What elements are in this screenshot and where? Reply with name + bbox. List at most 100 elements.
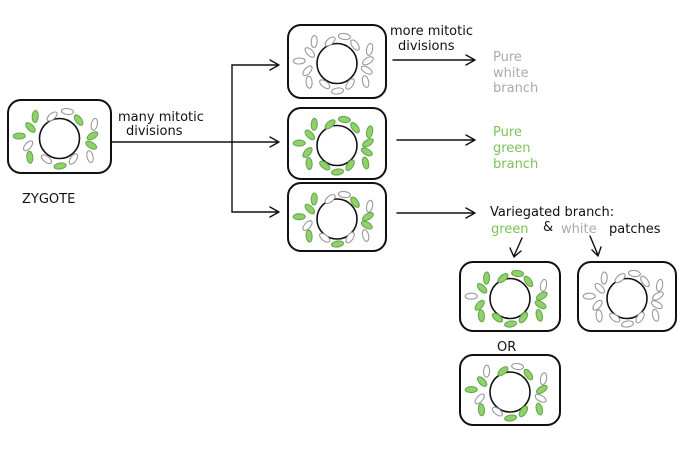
white-plastid — [302, 220, 313, 232]
green-plastid — [360, 147, 373, 157]
nucleus — [316, 198, 358, 240]
white-plastid — [350, 39, 360, 51]
pure-white-3: branch — [493, 81, 538, 96]
green-plastid — [483, 271, 491, 285]
green-plastid — [497, 366, 509, 377]
green-plastid — [305, 229, 313, 243]
more-mitotic-label-2: divisions — [398, 39, 455, 54]
white-plastid — [650, 300, 663, 310]
cell-mostly-green-cell — [459, 261, 561, 332]
green-plastid — [497, 273, 509, 284]
white-plastid — [592, 299, 603, 311]
green-plastid — [504, 320, 518, 328]
white-plastid — [90, 117, 99, 131]
white-plastid — [635, 311, 645, 324]
white-plastid — [582, 292, 596, 300]
arrow-white-branch — [392, 54, 476, 66]
white-plastid — [655, 278, 664, 292]
white-plastid — [640, 275, 650, 288]
white-plastid — [652, 291, 664, 301]
green-plastid — [86, 131, 99, 141]
arrow-down-right — [589, 235, 602, 257]
white-plastid — [651, 308, 660, 322]
white-plastid — [365, 42, 374, 56]
white-plastid — [600, 271, 608, 285]
white-plastid — [609, 312, 621, 323]
patches-word: patches — [609, 222, 661, 237]
white-plastid — [319, 79, 331, 90]
nucleus — [489, 371, 531, 413]
green-plastid — [504, 414, 518, 422]
green-plastid — [319, 160, 331, 171]
green-plastid — [523, 275, 534, 288]
arrow-to-white — [231, 59, 280, 71]
white-plastid — [534, 393, 547, 403]
green-plastid — [31, 109, 39, 124]
white-plastid — [362, 56, 374, 66]
arrows — [111, 54, 602, 258]
white-plastid — [40, 154, 53, 165]
green-plastid — [305, 156, 313, 171]
green-plastid — [337, 115, 351, 124]
white-plastid — [539, 372, 548, 386]
white-plastid — [337, 32, 351, 41]
white-plastid — [337, 190, 351, 199]
green-plastid — [535, 384, 548, 395]
green-plastid — [535, 291, 548, 301]
white-plastid — [60, 107, 74, 116]
zygote-arrow — [111, 136, 280, 148]
green-plastid — [26, 150, 34, 164]
green-plastid — [477, 309, 485, 323]
zygote-label: ZYGOTE — [22, 192, 75, 207]
cell-green-cell — [287, 107, 387, 180]
white-plastid — [361, 75, 370, 89]
pure-white-1: Pure — [493, 50, 522, 65]
white-plastid — [539, 278, 548, 292]
green-plastid — [304, 203, 316, 215]
arrow-down-left — [509, 237, 523, 258]
white-plastid — [474, 393, 485, 405]
white-plastid — [292, 57, 306, 65]
green-word: green — [491, 222, 529, 237]
green-plastid — [292, 139, 306, 147]
green-plastid — [324, 119, 336, 130]
green-plastid — [85, 140, 98, 150]
white-plastid — [331, 87, 344, 95]
green-plastid — [12, 132, 26, 140]
arrow-to-variegated — [231, 206, 280, 218]
white-plastid — [491, 406, 504, 417]
white-plastid — [360, 65, 373, 75]
or-label: OR — [497, 340, 516, 355]
nucleus — [38, 117, 81, 160]
white-plastid — [511, 362, 525, 371]
green-plastid — [511, 269, 525, 278]
cell-mostly-white-cell — [577, 261, 677, 332]
white-plastid — [68, 153, 79, 165]
arrow-green-branch — [396, 134, 476, 146]
white-plastid — [627, 269, 641, 278]
white-plastid — [46, 111, 58, 122]
white-word: white — [561, 222, 597, 237]
pure-green-1: Pure — [493, 125, 522, 140]
green-plastid — [535, 308, 544, 322]
many-mitotic-label: many mitotic — [118, 110, 204, 125]
cell-white-cell — [287, 24, 387, 99]
variegated-label: Variegated branch: — [490, 205, 614, 220]
white-plastid — [319, 232, 331, 243]
green-plastid — [25, 122, 36, 133]
white-plastid — [310, 34, 318, 49]
white-plastid — [86, 150, 94, 164]
green-plastid — [523, 368, 534, 381]
more-mitotic-label: more mitotic — [390, 24, 473, 39]
white-plastid — [621, 320, 634, 328]
green-plastid — [362, 138, 374, 148]
pure-green-2: green — [493, 141, 531, 156]
green-plastid — [360, 220, 373, 230]
green-plastid — [73, 114, 84, 126]
pure-green-3: branch — [493, 157, 538, 172]
green-plastid — [518, 405, 529, 418]
green-plastid — [535, 402, 544, 416]
white-plastid — [345, 231, 355, 244]
green-plastid — [310, 117, 318, 131]
